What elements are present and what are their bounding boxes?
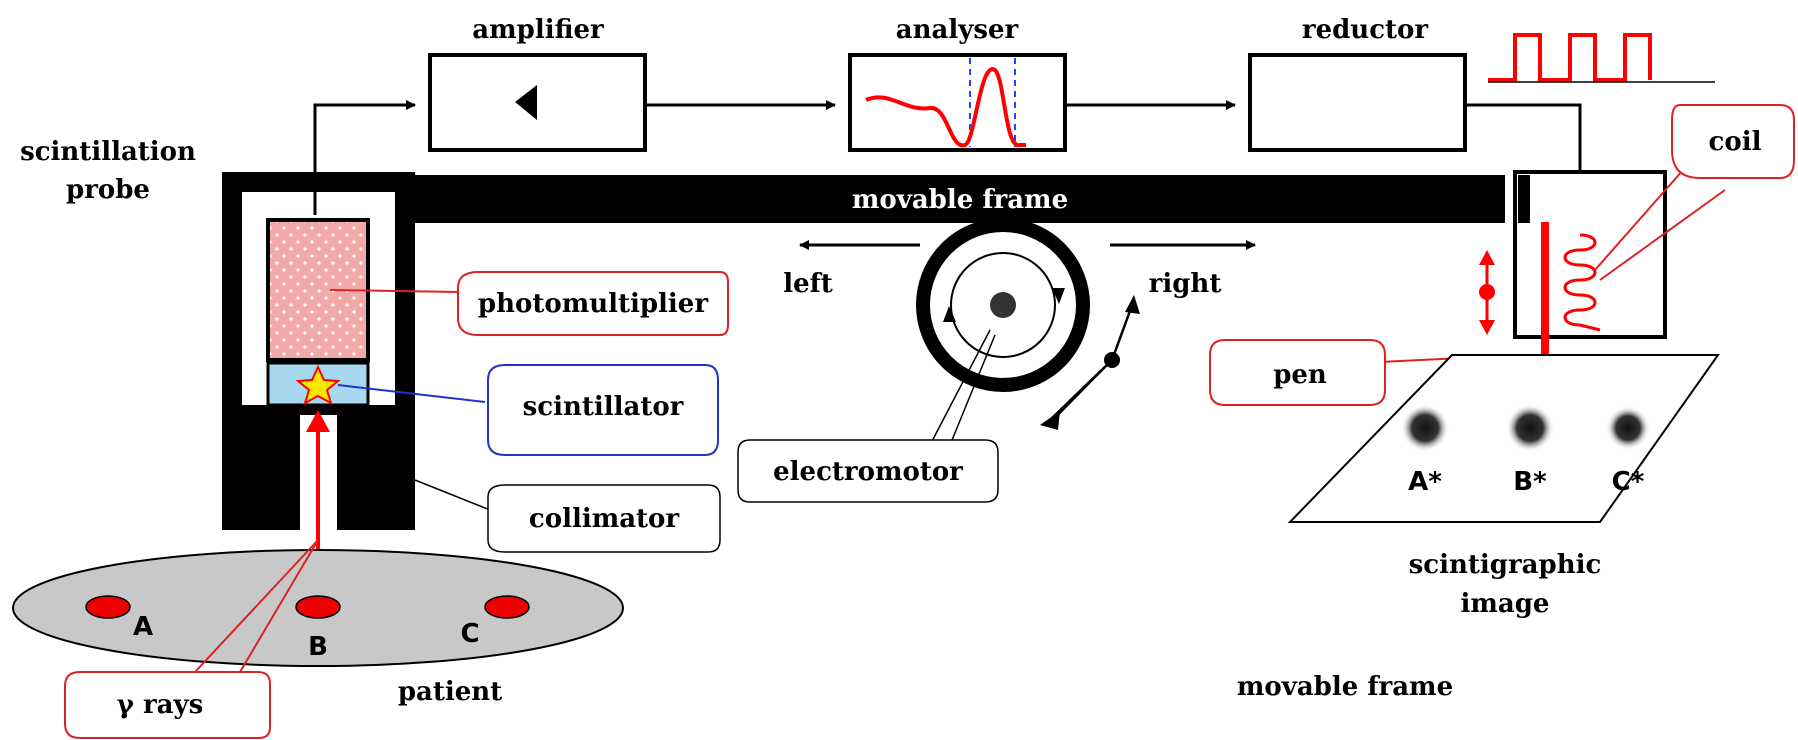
electromotor-wheel bbox=[916, 218, 1090, 392]
patient-spot-a bbox=[85, 595, 131, 619]
electromotor-callout bbox=[737, 329, 999, 503]
right-label: right bbox=[1149, 269, 1222, 299]
image-spot-a-label: A* bbox=[1408, 467, 1442, 497]
collimator-left bbox=[222, 415, 300, 530]
scintigraphic-sheet bbox=[1287, 354, 1720, 523]
movable-frame-bar bbox=[415, 175, 1505, 223]
image-spot-c bbox=[1606, 406, 1650, 450]
left-label: left bbox=[783, 269, 833, 299]
movable-frame-bar-label: movable frame bbox=[852, 185, 1068, 215]
image-spot-b-label: B* bbox=[1513, 467, 1547, 497]
collimator-label: collimator bbox=[529, 504, 680, 534]
coil-winding bbox=[1563, 233, 1601, 332]
coil-callout bbox=[1594, 104, 1795, 281]
scintillation-star-icon bbox=[295, 364, 341, 406]
reductor-label: reductor bbox=[1302, 15, 1429, 45]
gamma-ray-arrowhead bbox=[306, 410, 330, 432]
scintigraphic-label-line2: image bbox=[1461, 589, 1550, 619]
patient-label: patient bbox=[398, 677, 502, 707]
pen-coil-housing bbox=[1513, 170, 1667, 412]
amplifier-triangle-icon bbox=[515, 85, 537, 120]
amplifier-block bbox=[428, 53, 647, 152]
analyser-label: analyser bbox=[896, 15, 1019, 45]
gamma-rays-label: γ rays bbox=[117, 690, 204, 720]
image-spot-b bbox=[1506, 404, 1554, 452]
crank-arm bbox=[1040, 295, 1140, 430]
patient-spot-a-label: A bbox=[133, 612, 153, 642]
scintillator-callout bbox=[337, 364, 719, 456]
probe-label-line1: scintillation bbox=[20, 137, 196, 167]
gamma-rays-callout bbox=[64, 539, 319, 739]
patient-spot-c bbox=[484, 595, 530, 619]
pulse-train bbox=[1488, 33, 1652, 82]
photomultiplier-callout bbox=[329, 271, 729, 336]
image-spot-a bbox=[1401, 404, 1449, 452]
analyser-block bbox=[848, 53, 1067, 152]
patient-spot-b bbox=[295, 595, 341, 619]
probe-label-line2: probe bbox=[66, 175, 150, 205]
photomultiplier-label: photomultiplier bbox=[478, 289, 708, 319]
patient-spot-b-label: B bbox=[308, 632, 328, 662]
coil-label: coil bbox=[1709, 127, 1762, 157]
scintillator-label: scintillator bbox=[523, 392, 684, 422]
pen-motion-arrow bbox=[1479, 250, 1495, 335]
collimator-callout bbox=[414, 479, 721, 553]
image-spot-c-label: C* bbox=[1612, 467, 1645, 497]
movable-frame-bottom-label: movable frame bbox=[1237, 672, 1453, 702]
scintigraphic-label-line1: scintigraphic bbox=[1409, 550, 1602, 580]
amplifier-label: amplifier bbox=[472, 15, 604, 45]
spectrum-curve bbox=[865, 67, 1026, 148]
reductor-block bbox=[1248, 53, 1467, 152]
pen-label: pen bbox=[1273, 360, 1327, 390]
patient-body bbox=[12, 549, 624, 667]
collimator-right bbox=[337, 415, 415, 530]
electromotor-label: electromotor bbox=[773, 457, 963, 487]
patient-spot-c-label: C bbox=[460, 619, 479, 649]
